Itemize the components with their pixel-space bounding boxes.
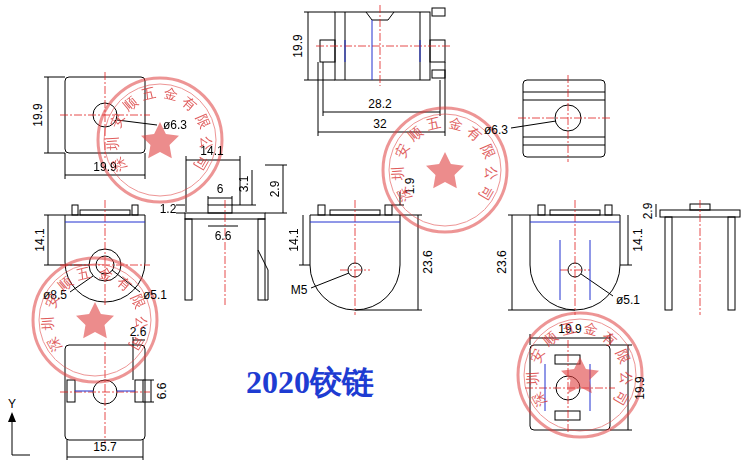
dimension-label: 2.9 [642, 203, 654, 220]
dimension-label: 14.1 [34, 228, 46, 251]
dimension-label: 23.6 [496, 250, 508, 273]
dimension-label: 32 [373, 118, 386, 130]
dimension-label: ø6.3 [163, 119, 187, 131]
dimension-label: 23.6 [422, 250, 434, 273]
drawing-title: 2020铰链 [246, 364, 374, 400]
dimension-label: M5 [291, 284, 308, 296]
dimension-label: 6 [217, 183, 224, 195]
dimension-label: 6.6 [156, 383, 168, 400]
dimension-label: 3.1 [238, 176, 250, 193]
dimension-label: 1.2 [160, 203, 177, 215]
dimension-label: 19.9 [32, 103, 44, 126]
dimension-label: ø5.1 [143, 289, 167, 301]
dimension-label: ø5.1 [616, 294, 640, 306]
dimension-label: 2.9 [269, 181, 281, 198]
dimension-label: 19.9 [292, 34, 304, 57]
dimension-label: 15.7 [93, 441, 116, 453]
dimension-label: 14.1 [632, 228, 644, 251]
dimension-label: 6.6 [215, 230, 232, 242]
dimension-label: 14.1 [288, 228, 300, 251]
dimension-label: 19.9 [634, 376, 646, 399]
axis-label: Y [8, 398, 16, 410]
dimension-label: ø6.3 [484, 124, 508, 136]
dimension-label: 28.2 [368, 98, 391, 110]
